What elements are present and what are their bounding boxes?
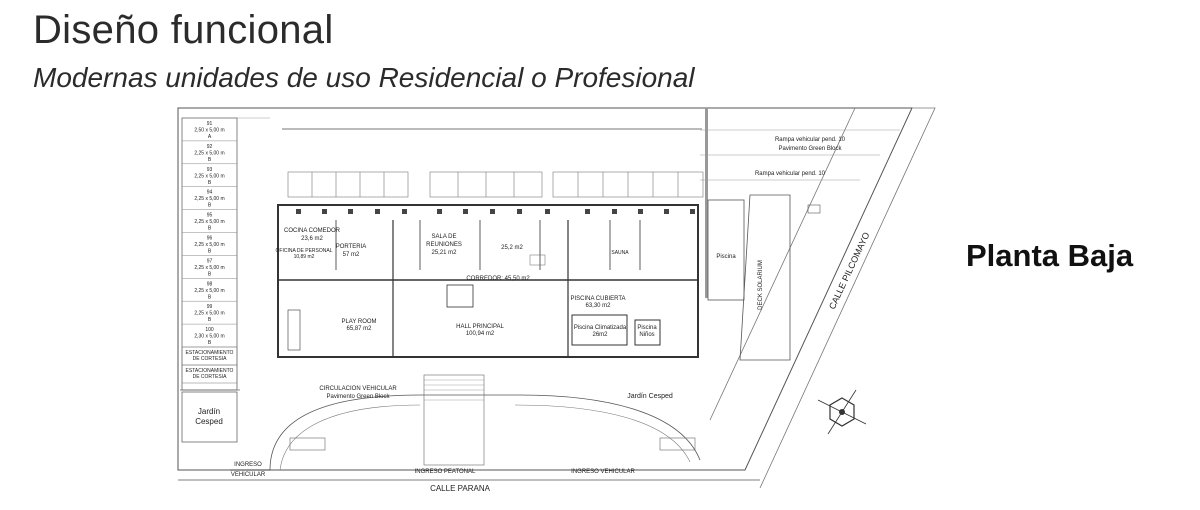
hall-area: 100,94 m2 bbox=[466, 331, 495, 337]
jardin-left-box bbox=[181, 391, 238, 443]
jardin-left-l2: Cesped bbox=[195, 417, 223, 426]
oficina-area: 10,89 m2 bbox=[294, 254, 315, 260]
sauna-label: SAUNA bbox=[611, 250, 629, 256]
columns bbox=[296, 209, 695, 214]
cocina-area: 23,6 m2 bbox=[301, 236, 323, 242]
playroom-label: PLAY ROOM bbox=[341, 319, 376, 325]
courtesy-label: ESTACIONAMIENTO bbox=[186, 350, 234, 356]
piscina-cubierta-label: PISCINA CUBIERTA bbox=[570, 296, 625, 302]
parking-type: B bbox=[208, 249, 212, 255]
mid-room-area: 25,2 m2 bbox=[501, 245, 523, 251]
parking-num: 100 bbox=[205, 327, 214, 333]
rampa-label-1: Rampa vehicular pend. 10 bbox=[775, 137, 846, 143]
parking-size: 2,25 x 5,00 m bbox=[194, 288, 224, 294]
building bbox=[277, 204, 699, 358]
piscina-label: Piscina bbox=[716, 254, 736, 260]
calle-pilcomayo: CALLE PILCOMAYO bbox=[827, 231, 872, 311]
jardin-right-label: Jardín Cesped bbox=[627, 393, 673, 400]
pavimento-label-1: Pavimento Green Block bbox=[778, 146, 842, 152]
deck bbox=[739, 194, 791, 361]
parking-type: B bbox=[208, 226, 212, 232]
courtesy-parking bbox=[181, 364, 238, 384]
parking-size: 2,25 x 5,00 m bbox=[194, 242, 224, 248]
parking-num: 91 bbox=[207, 121, 213, 127]
parking-size: 2,50 x 5,00 m bbox=[194, 128, 224, 134]
hall-label: HALL PRINCIPAL bbox=[456, 324, 504, 330]
parking-type: B bbox=[208, 317, 212, 323]
page-subtitle: Modernas unidades de uso Residencial o P… bbox=[33, 62, 695, 93]
ingreso-veh-left-2: VEHICULAR bbox=[231, 472, 266, 478]
top-parking-stalls bbox=[287, 171, 704, 198]
parking-num: 97 bbox=[207, 258, 213, 264]
courtesy-label: ESTACIONAMIENTO bbox=[186, 368, 234, 374]
floor-label: Planta Baja bbox=[966, 238, 1134, 273]
site-boundary bbox=[177, 107, 913, 471]
ingreso-veh-left-1: INGRESO bbox=[234, 462, 262, 468]
piscina-cubierta-area: 63,30 m2 bbox=[585, 303, 611, 309]
sala-label-2: REUNIONES bbox=[426, 242, 462, 248]
ingreso-peatonal: INGRESO PEATONAL bbox=[415, 469, 476, 475]
parking-size: 2,25 x 5,00 m bbox=[194, 219, 224, 225]
entrance-stair bbox=[423, 374, 485, 466]
corredor-label: CORREDOR: 45,50 m2 bbox=[466, 276, 530, 282]
jardin-left-l1: Jardín bbox=[198, 407, 220, 416]
parking-num: 98 bbox=[207, 281, 213, 287]
piscina-exterior bbox=[707, 199, 745, 301]
compass-icon bbox=[817, 389, 867, 435]
piscina-clim-label: Piscina Climatizada bbox=[574, 325, 627, 331]
piscina-ninos-label-2: Niños bbox=[639, 332, 654, 338]
porteria-area: 57 m2 bbox=[343, 252, 360, 258]
parking-type: B bbox=[208, 340, 212, 346]
parking-type: B bbox=[208, 180, 212, 186]
sala-label-1: SALA DE bbox=[431, 234, 456, 240]
parking-num: 96 bbox=[207, 236, 213, 242]
piscina-ninos-label-1: Piscina bbox=[637, 325, 657, 331]
parking-num: 92 bbox=[207, 144, 213, 150]
parking-type: B bbox=[208, 203, 212, 209]
porteria-label: PORTERIA bbox=[336, 244, 367, 250]
parking-num: 95 bbox=[207, 213, 213, 219]
circulacion-sub: Pavimento Green Block bbox=[326, 394, 390, 400]
ingreso-veh-right: INGRESO VEHICULAR bbox=[571, 469, 635, 475]
oficina-label: OFICINA DE PERSONAL bbox=[276, 248, 333, 254]
parking-type: A bbox=[208, 134, 212, 140]
parking-type: B bbox=[208, 294, 212, 300]
circulacion-label: CIRCULACION VEHICULAR bbox=[319, 386, 397, 392]
parking-type: B bbox=[208, 157, 212, 163]
rampa-label-2: Rampa vehicular pend. 10 bbox=[755, 171, 826, 177]
parking-size: 2,25 x 5,00 m bbox=[194, 311, 224, 317]
page-title: Diseño funcional bbox=[33, 8, 334, 52]
deck-label: DECK SOLARIUM bbox=[758, 260, 764, 310]
parking-size: 2,25 x 5,00 m bbox=[194, 173, 224, 179]
piscina-clim-area: 26m2 bbox=[592, 332, 608, 338]
courtesy-label: DE CORTESIA bbox=[193, 356, 227, 362]
parking-type: B bbox=[208, 271, 212, 277]
circulation-curve bbox=[269, 394, 701, 471]
parking-num: 99 bbox=[207, 304, 213, 310]
parking-size: 2,25 x 5,00 m bbox=[194, 196, 224, 202]
cocina-label: COCINA COMEDOR bbox=[284, 228, 341, 234]
parking-size: 2,25 x 5,00 m bbox=[194, 265, 224, 271]
playroom-area: 65,87 m2 bbox=[346, 326, 372, 332]
calle-parana: CALLE PARANA bbox=[430, 484, 491, 493]
parking-num: 93 bbox=[207, 167, 213, 173]
parking-num: 94 bbox=[207, 190, 213, 196]
sala-area: 25,21 m2 bbox=[431, 250, 457, 256]
parking-size: 2,25 x 5,00 m bbox=[194, 150, 224, 156]
parking-size: 2,30 x 5,00 m bbox=[194, 334, 224, 340]
courtesy-label: DE CORTESIA bbox=[193, 374, 227, 380]
